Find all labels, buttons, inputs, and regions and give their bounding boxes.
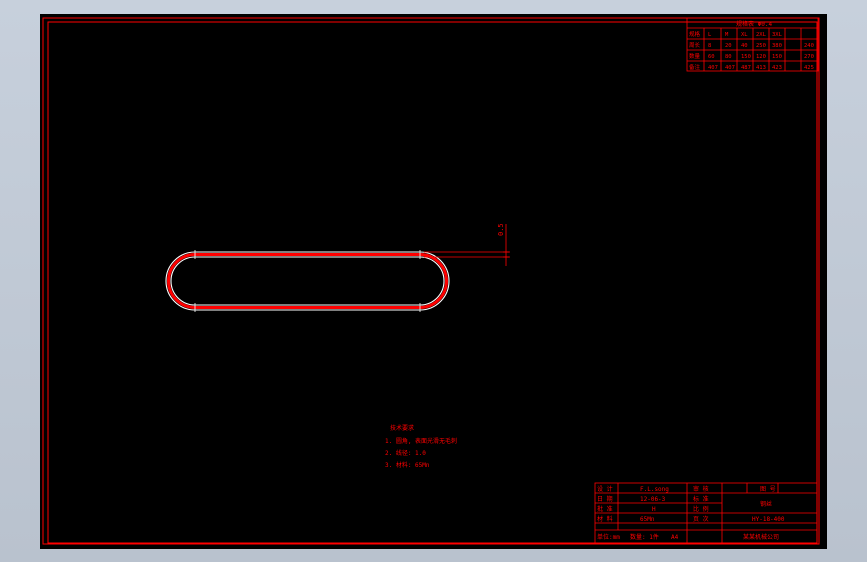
thickness-dim-label: 0.5: [497, 223, 505, 236]
spec-table-cells: 规格 L M XL 2XL 3XL 周长 8 20 40 250 380 240…: [689, 30, 814, 71]
spec-cell: 80: [725, 54, 732, 60]
spec-cell: 120: [756, 54, 766, 60]
spec-cell: 20: [725, 43, 732, 49]
spec-cell: 备注: [689, 63, 701, 71]
title-block-text: 设 计 F.L.song 审 核 图 号 日 期 12-06-3 标 准 钢丝 …: [597, 485, 785, 541]
spec-cell: 规格: [689, 30, 701, 38]
wire-loop-part[interactable]: [165, 250, 450, 312]
material-label: 材 料: [597, 515, 613, 523]
date-label: 日 期: [597, 495, 613, 503]
unit-label: 单位:mm: [597, 533, 620, 541]
spec-cell: 250: [756, 43, 766, 49]
technical-notes: 技术要求 1. 圆角, 表面光滑无毛刺 2. 线径: 1.0 3. 材料: 65…: [385, 424, 457, 469]
drawing-number: HY-18-400: [752, 516, 785, 523]
thickness-dimension: [424, 224, 510, 266]
spec-cell: 150: [741, 54, 751, 60]
drawing-canvas[interactable]: 规格表 Φ0.4 规格 L M XL 2XL 3XL 周长 8 20 40 25…: [40, 14, 827, 549]
outer-border: [42, 17, 820, 545]
designer-name: F.L.song: [640, 486, 669, 493]
spec-cell: 60: [708, 54, 715, 60]
standard-label: 标 准: [693, 495, 709, 503]
notes-title: 技术要求: [390, 424, 414, 432]
spec-cell: 2XL: [756, 32, 767, 38]
spec-cell: 240: [804, 43, 814, 49]
spec-cell: 3XL: [772, 32, 783, 38]
approve-label: 批 准: [597, 505, 613, 513]
part-name-label: 图 号: [760, 486, 776, 493]
qty-label: 数量: 1件: [630, 533, 659, 541]
spec-cell: 270: [804, 54, 814, 60]
spec-cell: XL: [741, 32, 748, 38]
spec-cell: 407: [725, 65, 735, 71]
cad-drawing: 规格表 Φ0.4 规格 L M XL 2XL 3XL 周长 8 20 40 25…: [42, 17, 820, 545]
spec-cell: 425: [804, 65, 814, 71]
page-label: 页 次: [693, 515, 709, 523]
spec-cell: 数量: [689, 52, 701, 60]
spec-cell: 407: [708, 65, 718, 71]
size-label: A4: [671, 534, 679, 541]
material-value: 65Mn: [640, 516, 655, 523]
date-value: 12-06-3: [640, 496, 666, 503]
spec-cell: M: [725, 32, 729, 38]
note-item: 2. 线径: 1.0: [385, 449, 426, 457]
title-block: [594, 482, 818, 544]
spec-cell: L: [708, 32, 712, 38]
spec-cell: 40: [741, 43, 748, 49]
designer-label: 设 计: [597, 485, 613, 493]
spec-table-title: 规格表 Φ0.4: [736, 20, 772, 28]
spec-cell: 8: [708, 43, 711, 49]
spec-cell: 413: [756, 65, 766, 71]
note-item: 1. 圆角, 表面光滑无毛刺: [385, 437, 457, 445]
spec-cell: 150: [772, 54, 782, 60]
spec-cell: 周长: [689, 41, 701, 49]
spec-cell: 487: [741, 65, 751, 71]
spec-cell: 423: [772, 65, 782, 71]
check-label: 审 核: [693, 485, 709, 493]
standard-value: H: [652, 506, 656, 513]
spec-table: [686, 17, 819, 72]
part-name: 钢丝: [760, 500, 772, 508]
company-name: 某某机械公司: [743, 533, 779, 541]
note-item: 3. 材料: 65Mn: [385, 461, 430, 469]
inner-border: [47, 21, 818, 544]
scale-label: 比 例: [693, 505, 709, 513]
spec-cell: 380: [772, 43, 782, 49]
